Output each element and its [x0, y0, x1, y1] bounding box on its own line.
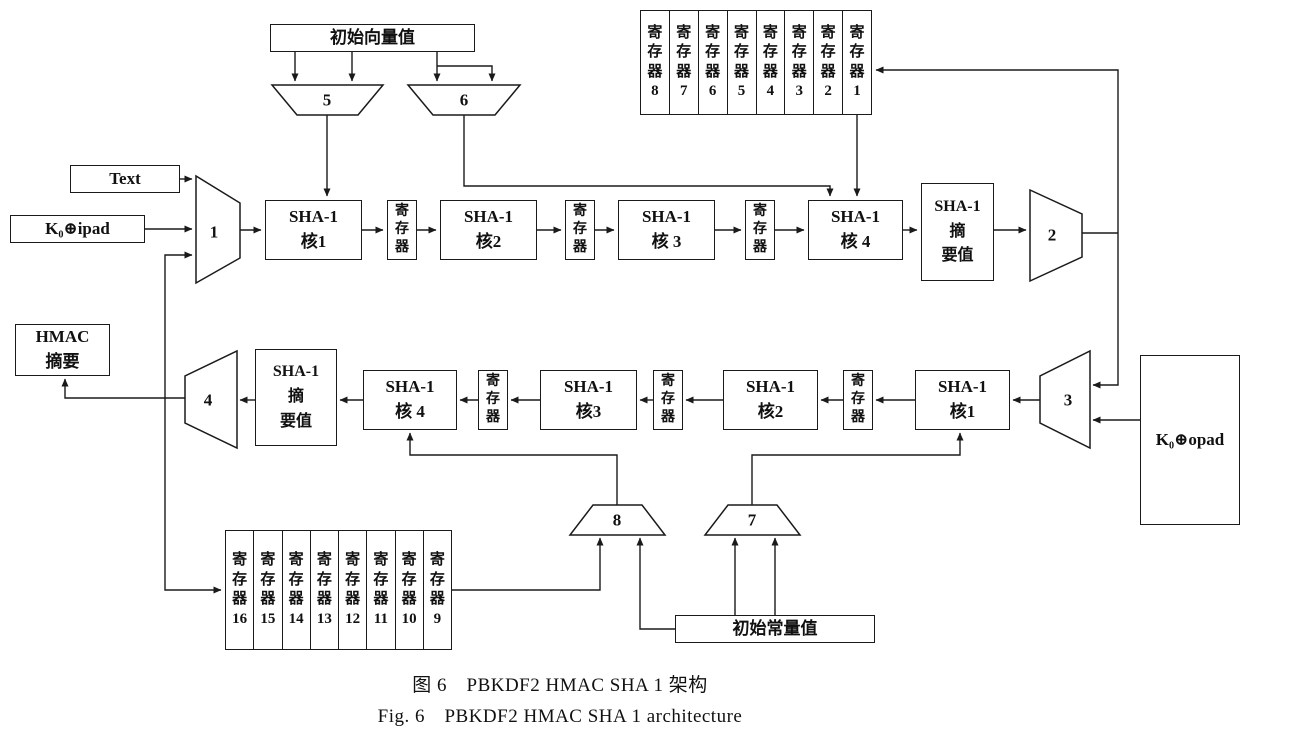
mux-2-shape [1029, 188, 1083, 283]
mux-6-shape [406, 84, 522, 116]
register-cell-7: 寄 存 器 7 [668, 11, 698, 114]
register-cell-13: 寄 存 器 13 [309, 531, 338, 649]
figure-caption-en: Fig. 6 PBKDF2 HMAC SHA 1 architecture [377, 706, 743, 727]
register-cell-2: 寄 存 器 2 [813, 11, 842, 114]
register-box-top-1: 寄 存 器 [387, 200, 417, 260]
top-register-bank: 寄 存 器 8 寄 存 器 7 寄 存 器 6 寄 存 器 5 寄 存 器 4 … [640, 10, 872, 115]
register-cell-11: 寄 存 器 11 [366, 531, 394, 649]
mux-5-shape [270, 84, 385, 116]
sha1-digest-bottom-box: SHA-1 摘 要值 [255, 349, 337, 446]
register-cell-6: 寄 存 器 6 [697, 11, 727, 114]
mux-7-shape [703, 504, 802, 536]
sha1-digest-top-box: SHA-1 摘 要值 [921, 183, 994, 281]
initial-constant-box: 初始常量值 [675, 615, 875, 643]
hmac-digest-box: HMAC 摘要 [15, 324, 110, 376]
figure-caption-zh: 图 6 PBKDF2 HMAC SHA 1 架构 [412, 675, 708, 696]
k0-ipad-box: K₀⊕ipad [10, 215, 145, 243]
register-cell-10: 寄 存 器 10 [394, 531, 423, 649]
mux-3-shape [1039, 349, 1091, 450]
text-input-box: Text [70, 165, 180, 193]
mux-4-label: 4 [203, 390, 213, 410]
mux-5-label: 5 [322, 90, 332, 110]
mux-3-label: 3 [1063, 390, 1073, 410]
mux-4-shape [184, 349, 238, 450]
register-cell-4: 寄 存 器 4 [755, 11, 785, 114]
mux-1-shape [195, 174, 241, 285]
sha1-core1-top-box: SHA-1 核1 [265, 200, 362, 260]
sha1-core3-top-box: SHA-1 核 3 [618, 200, 715, 260]
sha1-core4-bottom-box: SHA-1 核 4 [363, 370, 457, 430]
mux-2-label: 2 [1047, 225, 1057, 245]
register-box-top-2: 寄 存 器 [565, 200, 595, 260]
sha1-core4-top-box: SHA-1 核 4 [808, 200, 903, 260]
register-cell-5: 寄 存 器 5 [726, 11, 756, 114]
sha1-core2-bottom-box: SHA-1 核2 [723, 370, 818, 430]
mux-8-label: 8 [612, 510, 622, 530]
register-cell-8: 寄 存 器 8 [647, 24, 663, 100]
mux-shapes [184, 84, 1091, 536]
register-cell-12: 寄 存 器 12 [338, 531, 366, 649]
sha1-core2-top-box: SHA-1 核2 [440, 200, 537, 260]
register-cell-15: 寄 存 器 15 [253, 531, 281, 649]
mux-8-shape [568, 504, 667, 536]
register-box-bottom-2: 寄 存 器 [653, 370, 683, 430]
connector-lines [61, 52, 1140, 630]
register-cell-3: 寄 存 器 3 [784, 11, 813, 114]
bottom-register-bank: 寄 存 器 16 寄 存 器 15 寄 存 器 14 寄 存 器 13 寄 存 … [225, 530, 452, 650]
register-box-bottom-1: 寄 存 器 [843, 370, 873, 430]
sha1-core3-bottom-box: SHA-1 核3 [540, 370, 637, 430]
k0-opad-box: K₀⊕opad [1140, 355, 1240, 525]
register-cell-9: 寄 存 器 9 [422, 531, 451, 649]
sha1-core1-bottom-box: SHA-1 核1 [915, 370, 1010, 430]
initial-vector-box: 初始向量值 [270, 24, 475, 52]
mux-1-label: 1 [209, 222, 219, 242]
mux-7-label: 7 [747, 510, 757, 530]
register-cell-1: 寄 存 器 1 [842, 11, 871, 114]
register-cell-16: 寄 存 器 16 [232, 552, 248, 627]
register-cell-14: 寄 存 器 14 [281, 531, 310, 649]
register-box-bottom-3: 寄 存 器 [478, 370, 508, 430]
mux-6-label: 6 [459, 90, 469, 110]
register-box-top-3: 寄 存 器 [745, 200, 775, 260]
